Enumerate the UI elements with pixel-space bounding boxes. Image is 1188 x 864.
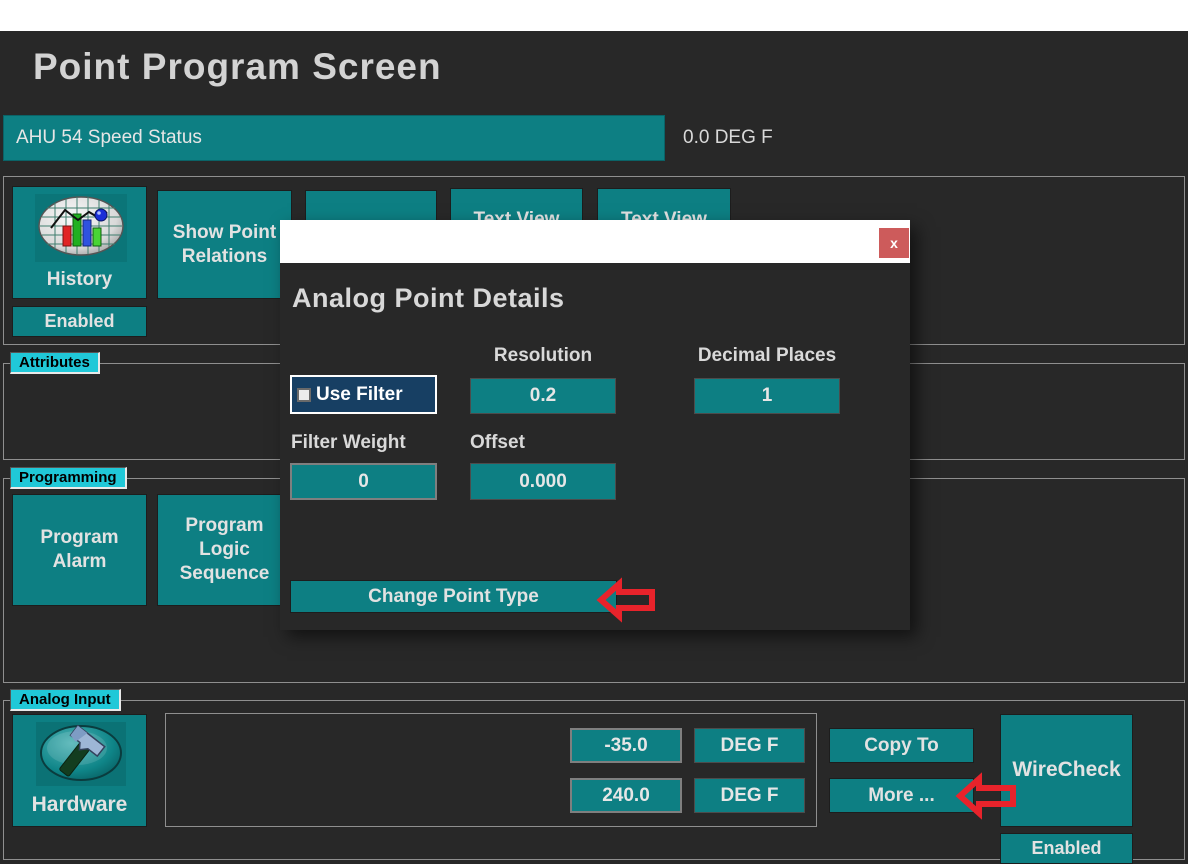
change-point-type-button[interactable]: Change Point Type (290, 580, 617, 613)
show-point-relations-label: Show Point Relations (172, 221, 277, 267)
red-arrow-change-type-icon (596, 577, 655, 623)
analog-input-section (3, 700, 1185, 860)
checkbox-icon[interactable] (297, 387, 311, 402)
wirecheck-button[interactable]: WireCheck (1000, 714, 1133, 827)
decimal-places-field[interactable]: 1 (694, 378, 840, 414)
analog-range-panel (165, 713, 817, 827)
more-label: More ... (868, 784, 935, 806)
offset-field[interactable]: 0.000 (470, 463, 616, 500)
dialog-title: Analog Point Details (292, 283, 565, 313)
history-enabled-label: Enabled (44, 311, 115, 332)
point-current-value: 0.0 DEG F (683, 127, 773, 148)
more-button[interactable]: More ... (829, 778, 974, 813)
filter-weight-label: Filter Weight (291, 432, 406, 453)
hardware-button[interactable]: Hardware (12, 714, 147, 827)
analog-input-section-label: Analog Input (10, 689, 121, 711)
copy-to-button[interactable]: Copy To (829, 728, 974, 763)
low-limit-field[interactable]: -35.0 (570, 728, 682, 763)
programming-section-label: Programming (10, 467, 127, 489)
history-enabled-button[interactable]: Enabled (12, 306, 147, 337)
resolution-field[interactable]: 0.2 (470, 378, 616, 414)
point-name-field[interactable]: AHU 54 Speed Status (3, 115, 665, 161)
history-button-label: History (46, 269, 113, 291)
program-logic-sequence-label: Program Logic Sequence (179, 515, 270, 584)
dialog-titlebar[interactable] (280, 220, 910, 263)
analog-enabled-button[interactable]: Enabled (1000, 833, 1133, 864)
program-logic-sequence-button[interactable]: Program Logic Sequence (157, 494, 292, 606)
dialog-close-button[interactable]: x (879, 228, 909, 258)
wirecheck-label: WireCheck (1012, 758, 1121, 782)
page-title: Point Program Screen (33, 46, 442, 87)
red-arrow-more-icon (955, 772, 1016, 820)
analog-point-details-dialog: x Analog Point Details Resolution Decima… (280, 220, 910, 630)
analog-enabled-label: Enabled (1031, 838, 1102, 859)
program-alarm-label: Program Alarm (40, 527, 119, 572)
resolution-label: Resolution (493, 345, 593, 366)
history-button[interactable]: History (12, 186, 147, 299)
low-units-button[interactable]: DEG F (694, 728, 805, 763)
use-filter-checkbox[interactable]: Use Filter (290, 375, 437, 414)
history-chart-icon (35, 194, 127, 262)
filter-weight-field[interactable]: 0 (290, 463, 437, 500)
use-filter-label: Use Filter (316, 383, 403, 405)
copy-to-label: Copy To (864, 734, 939, 756)
decimal-places-label: Decimal Places (697, 345, 837, 366)
high-units-button[interactable]: DEG F (694, 778, 805, 813)
program-alarm-button[interactable]: Program Alarm (12, 494, 147, 606)
hardware-button-label: Hardware (31, 792, 128, 816)
high-limit-field[interactable]: 240.0 (570, 778, 682, 813)
offset-label: Offset (470, 432, 525, 453)
window-titlebar (0, 0, 1188, 31)
show-point-relations-button[interactable]: Show Point Relations (157, 190, 292, 299)
attributes-section-label: Attributes (10, 352, 100, 374)
hammer-icon (36, 722, 126, 786)
change-point-type-label: Change Point Type (368, 585, 539, 607)
